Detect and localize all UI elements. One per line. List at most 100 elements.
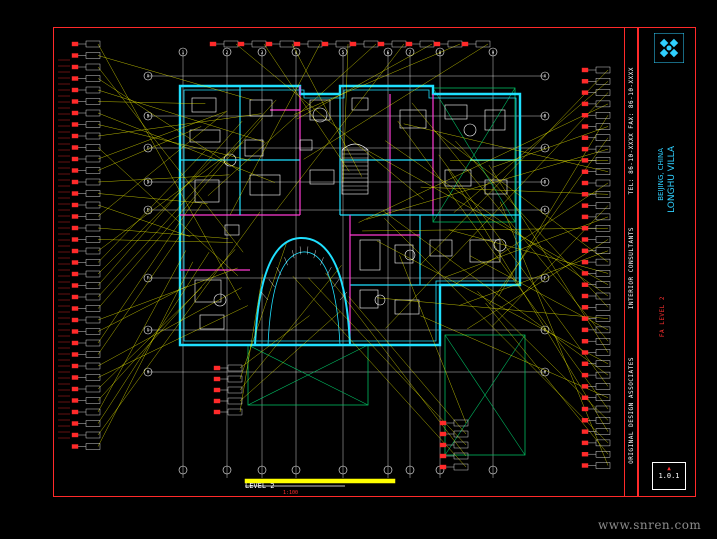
room-tag-code (378, 42, 384, 46)
room-tag-code (440, 454, 446, 458)
room-tag-box (86, 122, 100, 128)
room-tag-box (86, 168, 100, 174)
room-tag-code (582, 238, 588, 242)
room-tag-code (72, 111, 78, 115)
grid-bubble-label: 6 (387, 50, 390, 55)
grid-bubble-label: C (544, 146, 547, 151)
tag-leader-line (98, 44, 240, 300)
room-tag-code (210, 42, 216, 46)
room-tag-code (582, 226, 588, 230)
grid-bubble-label: F (544, 276, 547, 281)
room-tag-code (72, 88, 78, 92)
main-stair (342, 150, 368, 194)
tag-leader-line (98, 102, 205, 104)
room-tag-code (72, 341, 78, 345)
grid-bubble-label: 2 (226, 50, 229, 55)
room-tag-code (582, 339, 588, 343)
tag-leader-line (308, 278, 466, 445)
room-tag-code (582, 215, 588, 219)
room-tag-box (228, 387, 242, 393)
tag-leader-line (359, 104, 608, 223)
tag-leader-line (384, 218, 608, 443)
room-tag-code (72, 192, 78, 196)
tag-leader-line (377, 298, 608, 319)
furniture-round (214, 294, 226, 306)
room-tag-code (72, 399, 78, 403)
room-tag-code (582, 181, 588, 185)
stair-tread (314, 250, 316, 258)
tag-leader-line (98, 204, 202, 354)
grid-bubble-label: 1 (182, 50, 185, 55)
room-tag-code (322, 42, 328, 46)
room-tag-code (72, 215, 78, 219)
room-tag-code (238, 42, 244, 46)
room-tag-box (86, 317, 100, 323)
room-tag-code (72, 238, 78, 242)
room-tag-box (86, 133, 100, 139)
room-tag-box (86, 145, 100, 151)
room-tag-box (86, 283, 100, 289)
room-tag-code (440, 465, 446, 469)
room-tag-box (86, 87, 100, 93)
room-tag-code (582, 260, 588, 264)
room-tag-code (582, 136, 588, 140)
furniture-item (445, 105, 467, 119)
stair-arch (342, 144, 368, 150)
room-tag-code (72, 146, 78, 150)
room-tag-code (72, 422, 78, 426)
stair-tread (333, 279, 339, 287)
room-tag-box (228, 376, 242, 382)
tag-leader-line (98, 194, 208, 204)
tag-leader-line (98, 288, 242, 366)
room-tag-code (72, 272, 78, 276)
room-tag-box (86, 398, 100, 404)
consultant-strip: ORIGINAL DESIGN ASSOCIATES INTERIOR CONS… (624, 27, 638, 497)
room-tag-code (440, 432, 446, 436)
tag-leader-line (98, 113, 275, 183)
room-tag-code (72, 123, 78, 127)
room-tag-box (86, 306, 100, 312)
grid-bubble-label: 7 (409, 50, 412, 55)
room-tag-code (582, 396, 588, 400)
tag-leader-line (400, 255, 466, 423)
furniture-round (375, 295, 385, 305)
room-tag-code (582, 373, 588, 377)
tag-leader-line (98, 175, 229, 182)
tag-leader-line (240, 311, 340, 401)
tag-leader-line (98, 250, 186, 412)
room-tag-code (582, 452, 588, 456)
room-tag-box (86, 41, 100, 47)
furniture-item (395, 245, 413, 263)
room-tag-code (72, 65, 78, 69)
room-tag-code (72, 203, 78, 207)
room-tag-box (86, 156, 100, 162)
tag-leader-line (445, 217, 608, 277)
project-name: LONGHU VILLA (667, 146, 677, 213)
room-tag-box (86, 444, 100, 450)
strip-text-2: INTERIOR CONSULTANTS (628, 227, 635, 309)
room-tag-code (462, 42, 468, 46)
tag-leader-line (98, 240, 233, 243)
room-tag-box (86, 340, 100, 346)
room-tag-code (72, 307, 78, 311)
furniture-item (445, 170, 471, 186)
room-tag-box (224, 41, 238, 47)
tag-leader-line (98, 142, 243, 251)
room-tag-code (582, 271, 588, 275)
tag-leader-line (98, 112, 226, 159)
room-tag-code (72, 54, 78, 58)
room-tag-code (72, 157, 78, 161)
furniture-item (470, 240, 500, 262)
stair-tread (307, 246, 308, 254)
room-tag-box (252, 41, 266, 47)
room-tag-code (72, 318, 78, 322)
room-tag-code (582, 418, 588, 422)
room-tag-code (582, 113, 588, 117)
room-tag-code (72, 387, 78, 391)
room-tag-code (582, 125, 588, 129)
room-tag-box (86, 421, 100, 427)
room-tag-code (72, 77, 78, 81)
room-tag-code (350, 42, 356, 46)
tag-leader-line (420, 70, 608, 266)
room-tag-code (440, 443, 446, 447)
